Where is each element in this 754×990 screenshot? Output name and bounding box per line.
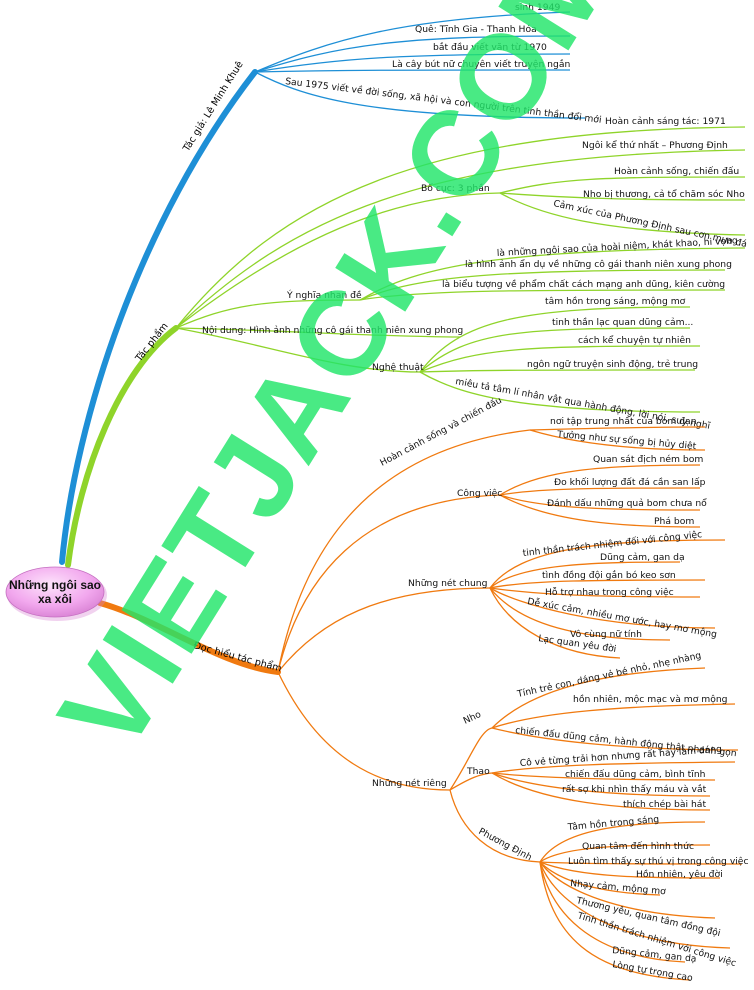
- phuongdinh-item: Luôn tìm thấy sự thú vị trong công việc: [568, 856, 749, 867]
- thao-item: rất sợ khi nhìn thấy máu và vắt: [562, 784, 707, 795]
- thao-item: Cô vẻ từng trải hơn nhưng rất hay làm dá…: [519, 744, 722, 769]
- phuongdinh-item: Hồn nhiên, yêu đời: [636, 869, 723, 880]
- common-item: tình đồng đội gắn bó keo sơn: [542, 570, 676, 581]
- circumstances-item: Tưởng như sự sống bị hủy diệt: [556, 429, 697, 452]
- job-item: Đo khối lượng đất đá cần san lấp: [554, 477, 706, 488]
- phuongdinh-item: Nhạy cảm, mộng mơ: [570, 878, 667, 897]
- title-meaning-item: là những ngôi sao của hoài niệm, khát kh…: [497, 235, 738, 259]
- art-label: Nghệ thuật: [372, 362, 424, 373]
- common-item: Vô cùng nữ tính: [570, 629, 642, 640]
- nho-item: hồn nhiên, mộc mạc và mơ mộng: [573, 694, 728, 705]
- author-item: bắt đầu viết văn từ 1970: [433, 42, 547, 53]
- root-title-line1: Những ngôi sao: [9, 578, 101, 592]
- thao-item: chiến đấu dũng cảm, bình tĩnh: [565, 769, 706, 780]
- art-item: cách kể chuyện tự nhiên: [578, 335, 691, 346]
- structure-item: Hoàn cảnh sống, chiến đấu: [614, 166, 739, 177]
- common-item: Hỗ trợ nhau trong công việc: [545, 587, 674, 598]
- root-title-line2: xa xôi: [38, 592, 72, 606]
- phuongdinh-item: Quan tâm đến hình thức: [582, 841, 694, 852]
- author-item: sinh 1949: [515, 2, 560, 13]
- title-meaning-item: là biểu tượng về phẩm chất cách mạng anh…: [442, 279, 725, 290]
- branch-author-label: Tác giả: Lê Minh Khuê: [180, 59, 246, 155]
- author-item: Là cây bút nữ chuyên viết truyện ngắn: [392, 59, 570, 70]
- work-narrator: Ngôi kể thứ nhất – Phương Định: [582, 140, 728, 151]
- root-node[interactable]: Những ngôi sao xa xôi: [5, 566, 107, 621]
- job-item: Quan sát địch ném bom: [593, 454, 703, 465]
- private-label: Những nét riêng: [372, 778, 447, 789]
- nho-label: Nho: [462, 709, 484, 727]
- structure-item: Nho bị thương, cả tổ chăm sóc Nho: [583, 189, 745, 200]
- phuongdinh-item: Tâm hồn trong sáng: [566, 814, 659, 833]
- thao-item: thích chép bài hát: [623, 799, 706, 810]
- job-label: Công việc: [457, 488, 502, 499]
- common-label: Những nét chung: [408, 578, 487, 589]
- art-item: tâm hồn trong sáng, mộng mơ: [545, 296, 686, 307]
- circumstances-label: Hoàn cảnh sống và chiến đấu: [378, 395, 503, 469]
- title-meaning-item: là hình ảnh ẩn dụ về những cô gái thanh …: [465, 259, 732, 270]
- work-context: Hoàn cảnh sáng tác: 1971: [605, 116, 726, 127]
- author-item: Quê: Tĩnh Gia - Thanh Hóa: [415, 24, 537, 35]
- circumstances-item: nơi tập trung nhất của bom đạn: [550, 416, 697, 427]
- title-meaning-label: Ý nghĩa nhan đề: [286, 289, 362, 301]
- job-item: Đánh dấu những quả bom chưa nổ: [547, 498, 707, 509]
- thao-label: Thao: [466, 766, 490, 777]
- common-item: Dũng cảm, gan dạ: [600, 552, 685, 563]
- work-content: Nội dung: Hình ảnh những cô gái thanh ni…: [202, 325, 463, 336]
- structure-label: Bố cục: 3 phần: [421, 183, 490, 194]
- branch-work-label: Tác phẩm: [132, 320, 171, 365]
- job-item: Phá bom: [654, 516, 694, 527]
- art-item: tinh thần lạc quan dũng cảm...: [552, 317, 693, 328]
- art-item: ngôn ngữ truyện sinh động, trẻ trung: [527, 359, 698, 370]
